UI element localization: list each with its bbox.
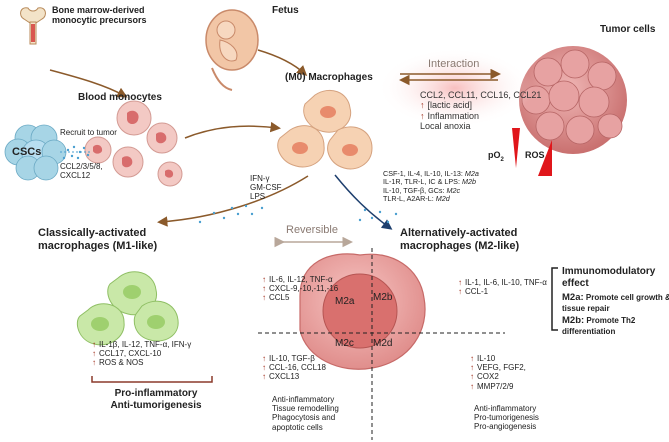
interaction-factors: CCL2, CCL11, CCL16, CCL21 [lactic acid] … <box>420 90 541 131</box>
ros-gradient-wedge <box>538 140 552 176</box>
q-top-left-markers: IL-6, IL-12, TNF-α CXCL-9,-10,-11,-16 CC… <box>262 275 338 303</box>
m2a-effect-cont: tissue repair <box>562 304 610 313</box>
m0-label: (M0) Macrophages <box>285 72 373 83</box>
recruit-dots <box>62 145 398 224</box>
bone-marrow-label: Bone marrow-derived monocytic precursors <box>52 5 147 26</box>
m1-bottom-label: Pro-inflammatory Anti-tumorigenesis <box>110 388 202 411</box>
arrow-bone-to-monocytes <box>49 69 128 98</box>
m0-macrophages-group <box>277 90 373 170</box>
po2-gradient-wedge <box>512 128 520 168</box>
recruit-label: Recruit to tumor <box>60 128 117 137</box>
q-bottom-left-effects: Anti-inflammatory Tissue remodelling Pha… <box>272 395 339 432</box>
arrow-monocytes-to-m0 <box>184 121 281 139</box>
m2b-effect-cont: differentiation <box>562 327 616 336</box>
immunomod-title: Immunomodulatory effect <box>562 266 656 289</box>
arrow-m0-to-m2 <box>334 174 393 230</box>
m1-bracket <box>91 376 213 383</box>
blood-monocytes-group <box>84 100 183 187</box>
quadrant-m2b: M2b <box>373 292 393 303</box>
m2-title: Alternatively-activated macrophages (M2-… <box>400 227 520 252</box>
recruit-chemokines: CCL2/3/5/8, CXCL12 <box>60 162 103 181</box>
m1-title: Classically-activated macrophages (M1-li… <box>38 227 158 252</box>
m2-macrophage-cell <box>299 253 426 370</box>
fetus-icon <box>205 9 259 91</box>
quadrant-m2d: M2d <box>373 338 393 349</box>
cscs-label: CSCs <box>12 146 42 158</box>
po2-label: pO2 <box>488 150 504 163</box>
q-top-right-markers: IL-1, IL-6, IL-10, TNF-α CCL-1 <box>458 278 547 296</box>
m2a-effect: M2a: Promote cell growth & <box>562 292 669 303</box>
bone-icon <box>20 7 46 45</box>
quadrant-m2c: M2c <box>335 338 354 349</box>
q-bottom-right-effects: Anti-inflammatory Pro-tumorigenesis Pro-… <box>474 404 539 432</box>
m1-stimuli: IFN-γ GM-CSF LPS <box>250 174 282 202</box>
arrow-m0-to-m1 <box>157 175 309 227</box>
q-bottom-left-markers: IL-10, TGF-β CCL-16, CCL18 CXCL13 <box>262 354 326 382</box>
reversible-label: Reversible <box>286 224 338 236</box>
arrow-fetus-to-m0 <box>257 49 308 77</box>
m1-markers: IL-1β, IL-12, TNF-α, IFN-γ CCL17, CXCL-1… <box>92 340 191 368</box>
m2b-effect: M2b: Promote Th2 <box>562 315 636 326</box>
tumor-cells-cluster <box>519 46 627 154</box>
q-bottom-right-markers: IL-10 VEFG, FGF2, COX2 MMP7/2/9 <box>470 354 526 391</box>
quadrant-m2a: M2a <box>335 296 355 307</box>
cscs-cluster <box>4 124 67 181</box>
tumor-cells-label: Tumor cells <box>600 24 656 35</box>
blood-monocytes-label: Blood monocytes <box>78 92 162 103</box>
ros-label: ROS <box>525 150 545 160</box>
interaction-label: Interaction <box>428 58 480 70</box>
m1-macrophages-group <box>76 271 179 346</box>
m2-stimuli: CSF-1, IL-4, IL-10, IL-13: M2a IL-1R, TL… <box>383 169 479 203</box>
immunomod-bracket <box>551 267 558 331</box>
fetus-label: Fetus <box>272 5 299 16</box>
